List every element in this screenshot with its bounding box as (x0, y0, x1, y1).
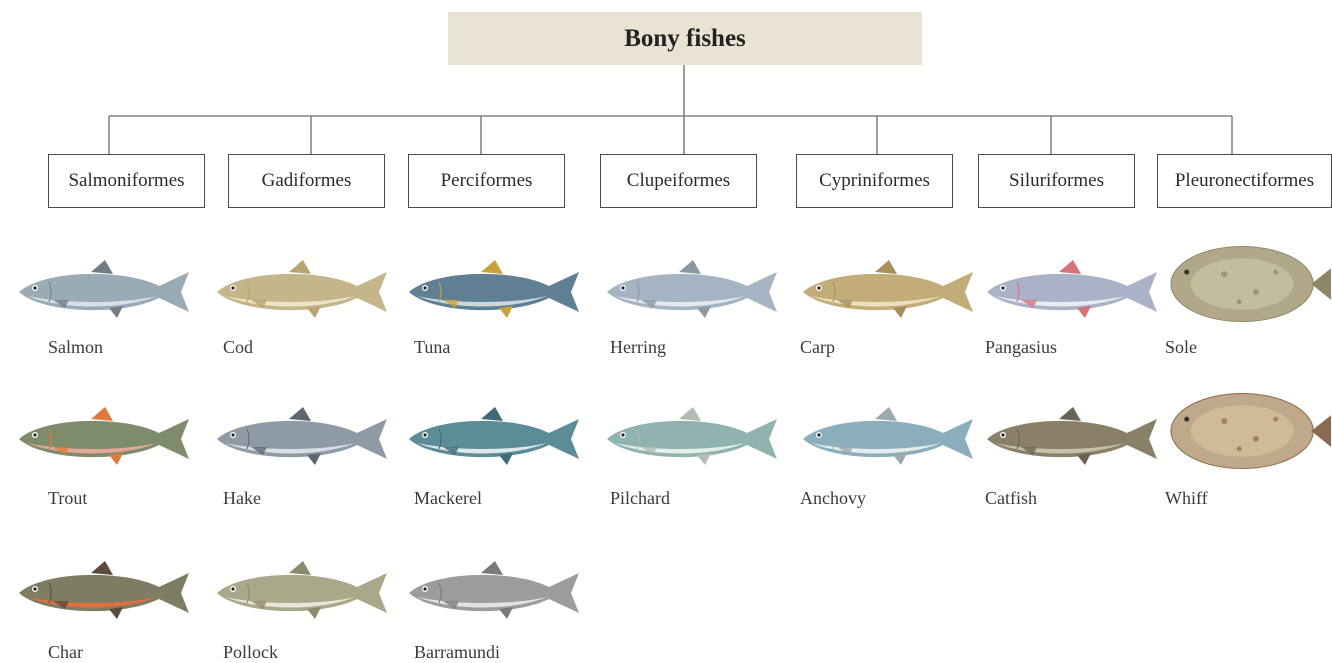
fish-label-pilchard: Pilchard (610, 488, 670, 509)
cod-icon (210, 252, 392, 324)
fish-label-tuna: Tuna (414, 337, 450, 358)
herring-icon (600, 252, 782, 324)
order-node-gadiformes: Gadiformes (228, 154, 385, 208)
order-node-siluriformes: Siluriformes (978, 154, 1135, 208)
order-node-pleuronectiformes: Pleuronectiformes (1157, 154, 1332, 208)
char-icon (12, 553, 194, 625)
salmon-icon (12, 252, 194, 324)
fish-label-carp: Carp (800, 337, 835, 358)
fish-label-catfish: Catfish (985, 488, 1037, 509)
sole-icon (1165, 244, 1332, 326)
order-node-cypriniformes: Cypriniformes (796, 154, 953, 208)
anchovy-icon (796, 399, 978, 471)
fish-label-pollock: Pollock (223, 642, 278, 663)
fish-label-anchovy: Anchovy (800, 488, 866, 509)
pilchard-icon (600, 399, 782, 471)
fish-label-pangasius: Pangasius (985, 337, 1057, 358)
fish-label-whiff: Whiff (1165, 488, 1208, 509)
carp-icon (796, 252, 978, 324)
pangasius-icon (980, 252, 1162, 324)
whiff-icon (1165, 391, 1332, 473)
trout-icon (12, 399, 194, 471)
fish-label-trout: Trout (48, 488, 87, 509)
fish-label-sole: Sole (1165, 337, 1197, 358)
fish-label-mackerel: Mackerel (414, 488, 482, 509)
fish-label-barramundi: Barramundi (414, 642, 500, 663)
fish-label-herring: Herring (610, 337, 666, 358)
catfish-icon (980, 399, 1162, 471)
tuna-icon (402, 252, 584, 324)
fish-label-char: Char (48, 642, 83, 663)
barramundi-icon (402, 553, 584, 625)
root-title: Bony fishes (624, 25, 746, 53)
pollock-icon (210, 553, 392, 625)
hake-icon (210, 399, 392, 471)
fish-label-salmon: Salmon (48, 337, 103, 358)
root-node: Bony fishes (448, 12, 922, 65)
fish-label-hake: Hake (223, 488, 261, 509)
mackerel-icon (402, 399, 584, 471)
order-node-perciformes: Perciformes (408, 154, 565, 208)
fish-label-cod: Cod (223, 337, 253, 358)
order-node-salmoniformes: Salmoniformes (48, 154, 205, 208)
order-node-clupeiformes: Clupeiformes (600, 154, 757, 208)
